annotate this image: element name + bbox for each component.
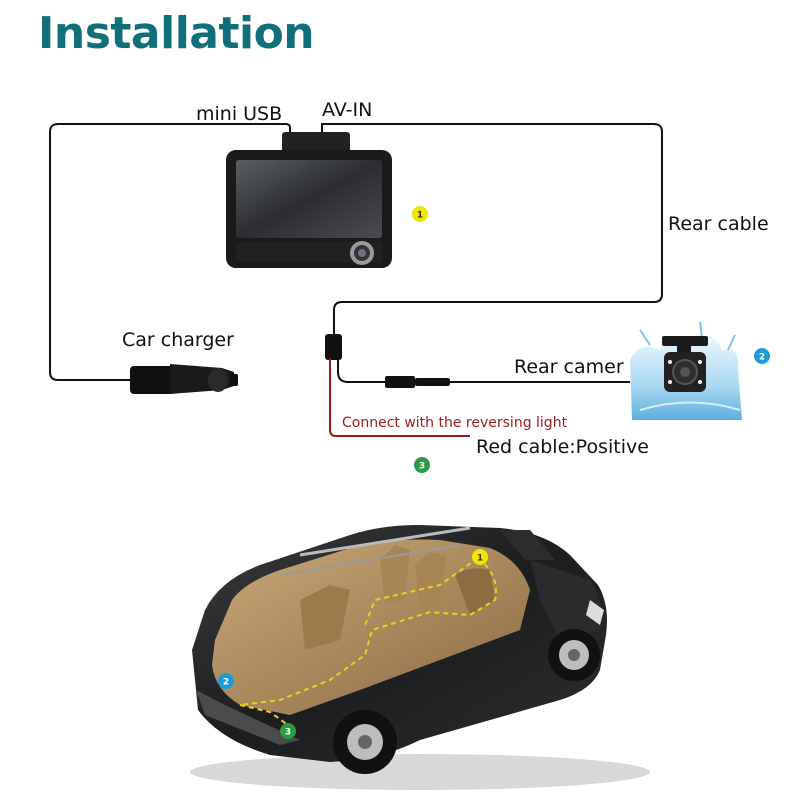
svg-text:1: 1 — [477, 554, 483, 564]
label-mini-usb: mini USB — [196, 103, 282, 125]
inline-connector — [385, 376, 415, 388]
rear-cable — [321, 123, 663, 336]
svg-text:3: 3 — [419, 462, 425, 472]
car-badge-power: 3 — [280, 723, 296, 739]
rear-wheel-icon — [333, 710, 397, 774]
label-rear-cable: Rear cable — [668, 213, 769, 235]
label-av-in: AV-IN — [322, 99, 372, 121]
camera-cable — [337, 358, 385, 383]
car-badge-camera: 2 — [218, 673, 234, 689]
label-car-charger: Car charger — [122, 329, 234, 351]
cable-route — [239, 557, 497, 706]
rear-camera — [630, 321, 742, 420]
cable-splitter — [325, 334, 342, 360]
label-reversing-note: Connect with the reversing light — [342, 415, 568, 431]
car-charger — [130, 364, 238, 394]
car-interior — [212, 539, 530, 715]
svg-text:2: 2 — [759, 353, 765, 363]
dashcam — [226, 132, 392, 268]
page-title: Installation — [38, 8, 315, 59]
car-badge-dashcam: 1 — [472, 549, 488, 565]
badge-dashcam: 1 — [412, 206, 428, 222]
label-rear-camera: Rear camer — [514, 356, 624, 378]
power-cable — [49, 123, 291, 381]
badge-camera: 2 — [754, 348, 770, 364]
svg-text:3: 3 — [285, 728, 291, 738]
car-illustration — [190, 525, 650, 790]
label-red-cable: Red cable:Positive — [476, 436, 649, 458]
red-positive-cable — [329, 358, 470, 437]
front-wheel-icon — [548, 629, 600, 681]
svg-text:1: 1 — [417, 211, 423, 221]
badge-power: 3 — [414, 457, 430, 473]
svg-text:2: 2 — [223, 678, 229, 688]
wiring — [49, 123, 663, 383]
